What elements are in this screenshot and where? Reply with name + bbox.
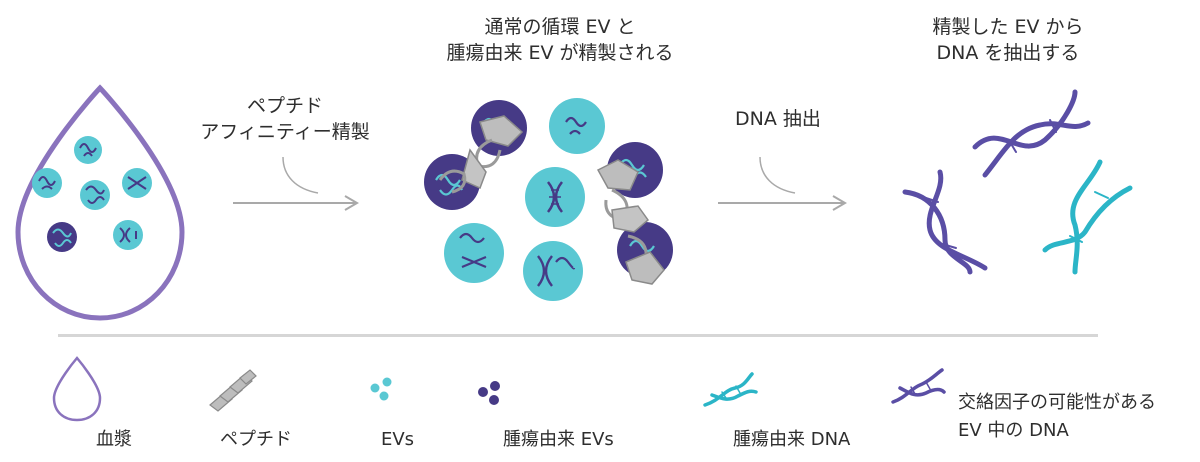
ev-circle <box>113 220 143 250</box>
legend-plasma-label: 血漿 <box>96 429 132 450</box>
legend-evs-label: EVs <box>381 429 415 450</box>
ev-circle <box>444 223 504 283</box>
ev-circle <box>32 168 62 198</box>
step2-title-line2: 腫瘍由来 EV が精製される <box>446 42 674 64</box>
ev-circle <box>80 180 110 210</box>
tumor-ev-circle <box>47 222 77 252</box>
arrow1-label-line2: アフィニティー精製 <box>200 121 370 143</box>
step3-title-line1: 精製した EV から <box>932 16 1084 38</box>
peptide-coil-icon <box>209 369 257 412</box>
confound-dna-helix-icon <box>891 368 946 404</box>
step2-title-line1: 通常の循環 EV と <box>484 16 636 38</box>
ev-circle <box>525 167 585 227</box>
dna-helix <box>902 169 988 275</box>
ev-circle <box>523 241 583 301</box>
dna-helix <box>972 89 1091 178</box>
plasma-drop-icon <box>52 356 102 422</box>
dna-helix <box>1042 159 1133 275</box>
legend-peptide-label: ペプチド <box>220 429 292 450</box>
ev-circle <box>74 136 102 164</box>
arrow1-label-line1: ペプチド <box>246 95 323 117</box>
peptide-coil <box>438 115 665 285</box>
legend-tumor-dna-label: 腫瘍由来 DNA <box>733 429 851 450</box>
ev-circle <box>122 168 152 198</box>
legend-confound-label-line2: EV 中の DNA <box>958 420 1069 441</box>
arrow2-label: DNA 抽出 <box>735 108 821 130</box>
legend-tumor-evs-label: 腫瘍由来 EVs <box>503 429 614 450</box>
ev-dots-icon <box>370 377 392 401</box>
legend-divider <box>58 334 1098 337</box>
legend-confound-label-line1: 交絡因子の可能性がある <box>958 392 1156 413</box>
ev-circle <box>549 98 605 154</box>
tumor-ev-dots-icon <box>478 381 500 405</box>
tumor-dna-helix-icon <box>703 372 758 407</box>
step3-title-line2: DNA を抽出する <box>936 42 1080 64</box>
